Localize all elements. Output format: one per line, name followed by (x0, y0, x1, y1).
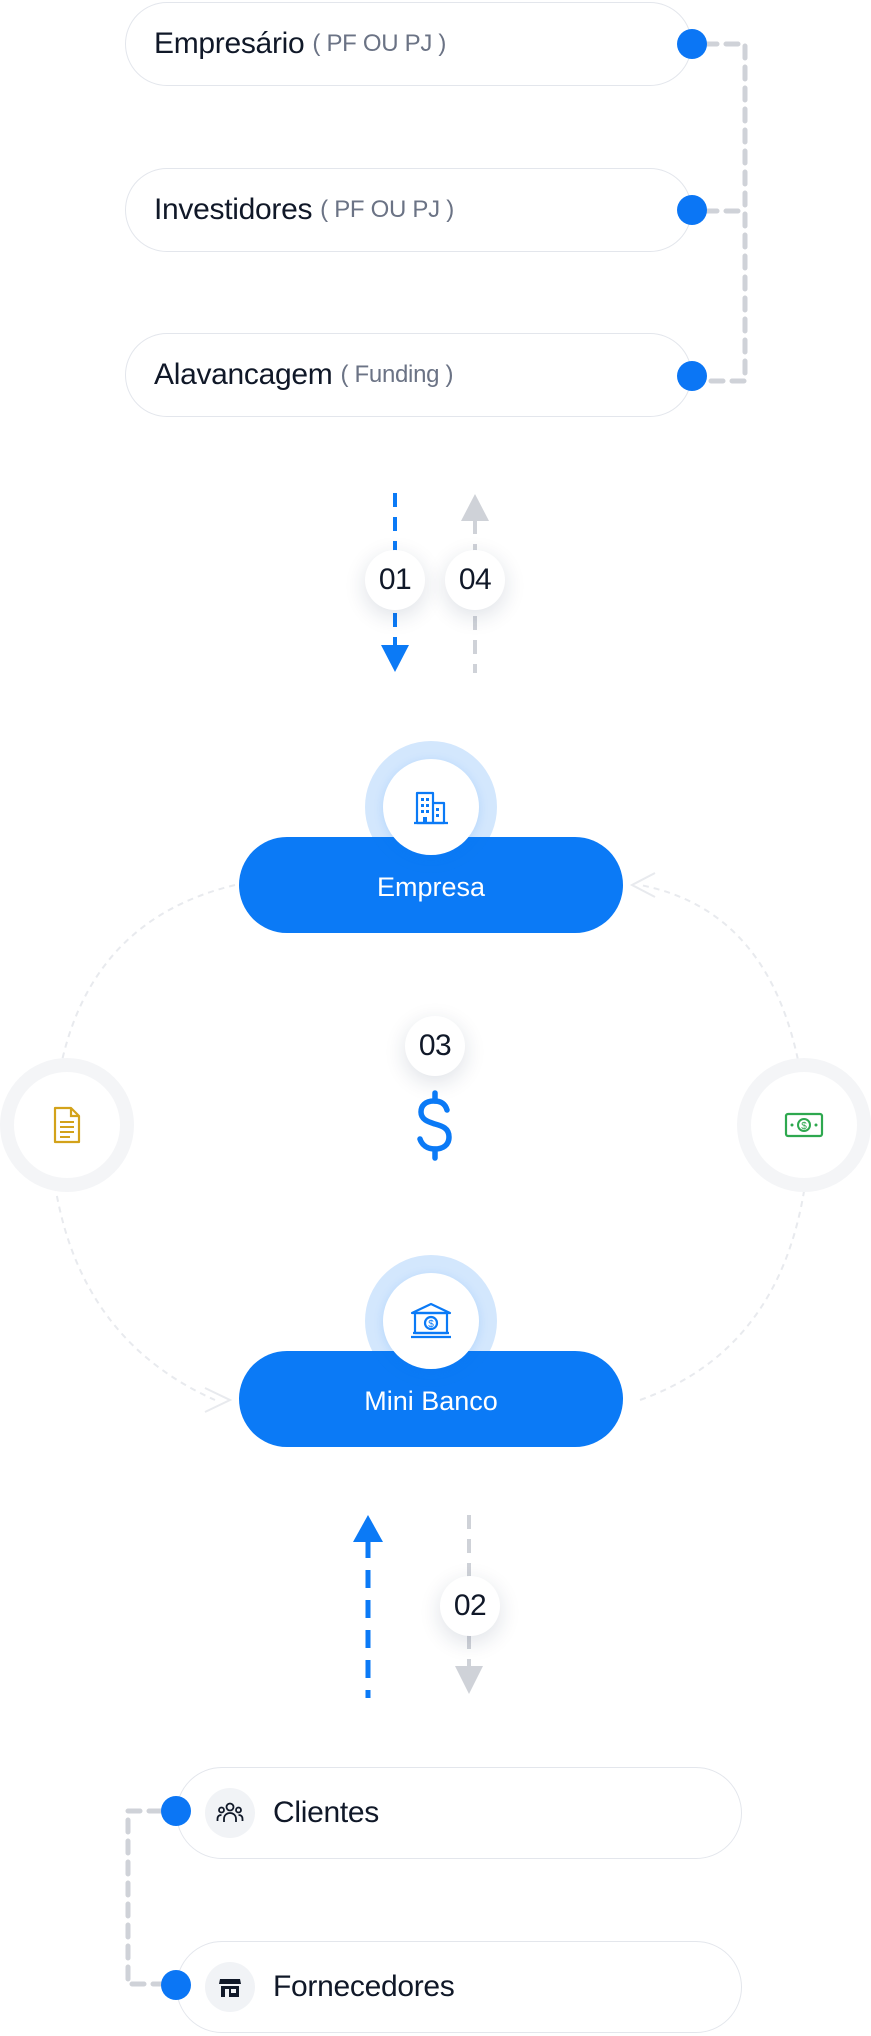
document-icon (53, 1106, 81, 1144)
source-note: ( PF OU PJ ) (312, 30, 447, 57)
source-note: ( PF OU PJ ) (320, 196, 454, 223)
step-badge-03: 03 (405, 1016, 465, 1076)
connector-dot (161, 1970, 191, 2000)
source-label: Investidores (154, 193, 313, 226)
mini-banco-icon-halo: $ (365, 1255, 497, 1387)
destination-label: Fornecedores (273, 1970, 455, 2003)
connector-dot (677, 195, 707, 225)
connector-dot (161, 1796, 191, 1826)
destination-fornecedores: Fornecedores (176, 1941, 742, 2033)
step-badge-01: 01 (365, 550, 425, 610)
source-investidores: Investidores ( PF OU PJ ) (125, 168, 692, 252)
store-icon (219, 1979, 241, 1997)
connector-dot (677, 29, 707, 59)
empresa-icon-halo (365, 741, 497, 873)
destination-label: Clientes (273, 1796, 379, 1829)
mini-banco-label: Mini Banco (364, 1385, 498, 1416)
dollar-icon (417, 1090, 452, 1161)
svg-text:$: $ (801, 1121, 807, 1132)
source-note: ( Funding ) (340, 361, 454, 388)
source-label: Empresário (154, 27, 305, 60)
money-icon: $ (784, 1112, 824, 1138)
source-empresario: Empresário ( PF OU PJ ) (125, 2, 692, 86)
destination-clientes: Clientes (176, 1767, 742, 1859)
source-label: Alavancagem (154, 358, 333, 391)
building-icon (414, 791, 448, 825)
money-icon-halo: $ (737, 1058, 871, 1192)
connector-dot (677, 361, 707, 391)
empresa-label: Empresa (376, 871, 486, 902)
people-icon (216, 1802, 244, 1822)
source-alavancagem: Alavancagem ( Funding ) (125, 333, 692, 417)
svg-text:$: $ (428, 1319, 434, 1330)
step-badge-04: 04 (445, 550, 505, 610)
bank-icon: $ (410, 1302, 452, 1339)
step-badge-02: 02 (440, 1576, 500, 1636)
document-icon-halo (0, 1058, 134, 1192)
